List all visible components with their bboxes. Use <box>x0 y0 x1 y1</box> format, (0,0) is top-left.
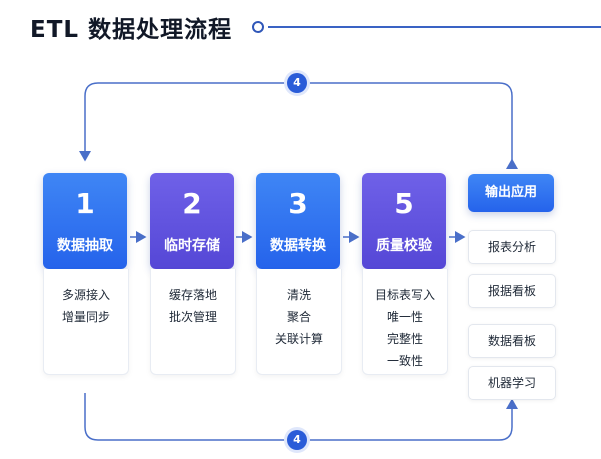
step-label: 数据转换 <box>270 238 326 254</box>
detail-item: 关联计算 <box>274 332 323 346</box>
detail-item: 完整性 <box>386 332 423 346</box>
top-loop-path <box>79 82 518 169</box>
detail-item: 多源接入 <box>61 288 110 302</box>
step-extract-details: 多源接入 增量同步 <box>43 269 129 375</box>
step-number: 2 <box>182 187 202 220</box>
app-machine-learning[interactable]: 机器学习 <box>468 366 556 400</box>
detail-item: 清洗 <box>286 288 311 302</box>
app-dashboard-a[interactable]: 报据看板 <box>468 274 556 308</box>
step-validation-details: 目标表写入 唯一性 完整性 一致性 <box>362 269 448 375</box>
header-divider <box>268 26 601 28</box>
output-apps-header[interactable]: 输出应用 <box>468 174 554 212</box>
top-loop-badge: 4 <box>287 73 307 93</box>
app-report-analysis[interactable]: 报表分析 <box>468 230 556 264</box>
step-staging-details: 缓存落地 批次管理 <box>150 269 236 375</box>
detail-item: 聚合 <box>286 310 311 324</box>
step-label: 质量校验 <box>376 238 432 254</box>
step-validation[interactable]: 5 质量校验 <box>362 173 446 269</box>
step-number: 1 <box>75 187 95 220</box>
detail-item: 一致性 <box>386 354 423 368</box>
step-label: 数据抽取 <box>57 238 113 254</box>
bottom-loop-badge: 4 <box>287 430 307 450</box>
step-number: 5 <box>394 187 414 220</box>
page-title: ETL 数据处理流程 <box>30 17 233 43</box>
step-extract[interactable]: 1 数据抽取 <box>43 173 127 269</box>
step-number: 3 <box>288 187 308 220</box>
step-staging[interactable]: 2 临时存储 <box>150 173 234 269</box>
detail-item: 唯一性 <box>386 310 423 324</box>
detail-item: 目标表写入 <box>374 288 435 302</box>
detail-item: 批次管理 <box>168 310 217 324</box>
step-label: 临时存储 <box>164 238 220 254</box>
detail-item: 缓存落地 <box>168 288 217 302</box>
step-transform[interactable]: 3 数据转换 <box>256 173 340 269</box>
app-dashboard-b[interactable]: 数据看板 <box>468 324 556 358</box>
header-ring-icon <box>252 21 264 33</box>
step-transform-details: 清洗 聚合 关联计算 <box>256 269 342 375</box>
detail-item: 增量同步 <box>61 310 110 324</box>
